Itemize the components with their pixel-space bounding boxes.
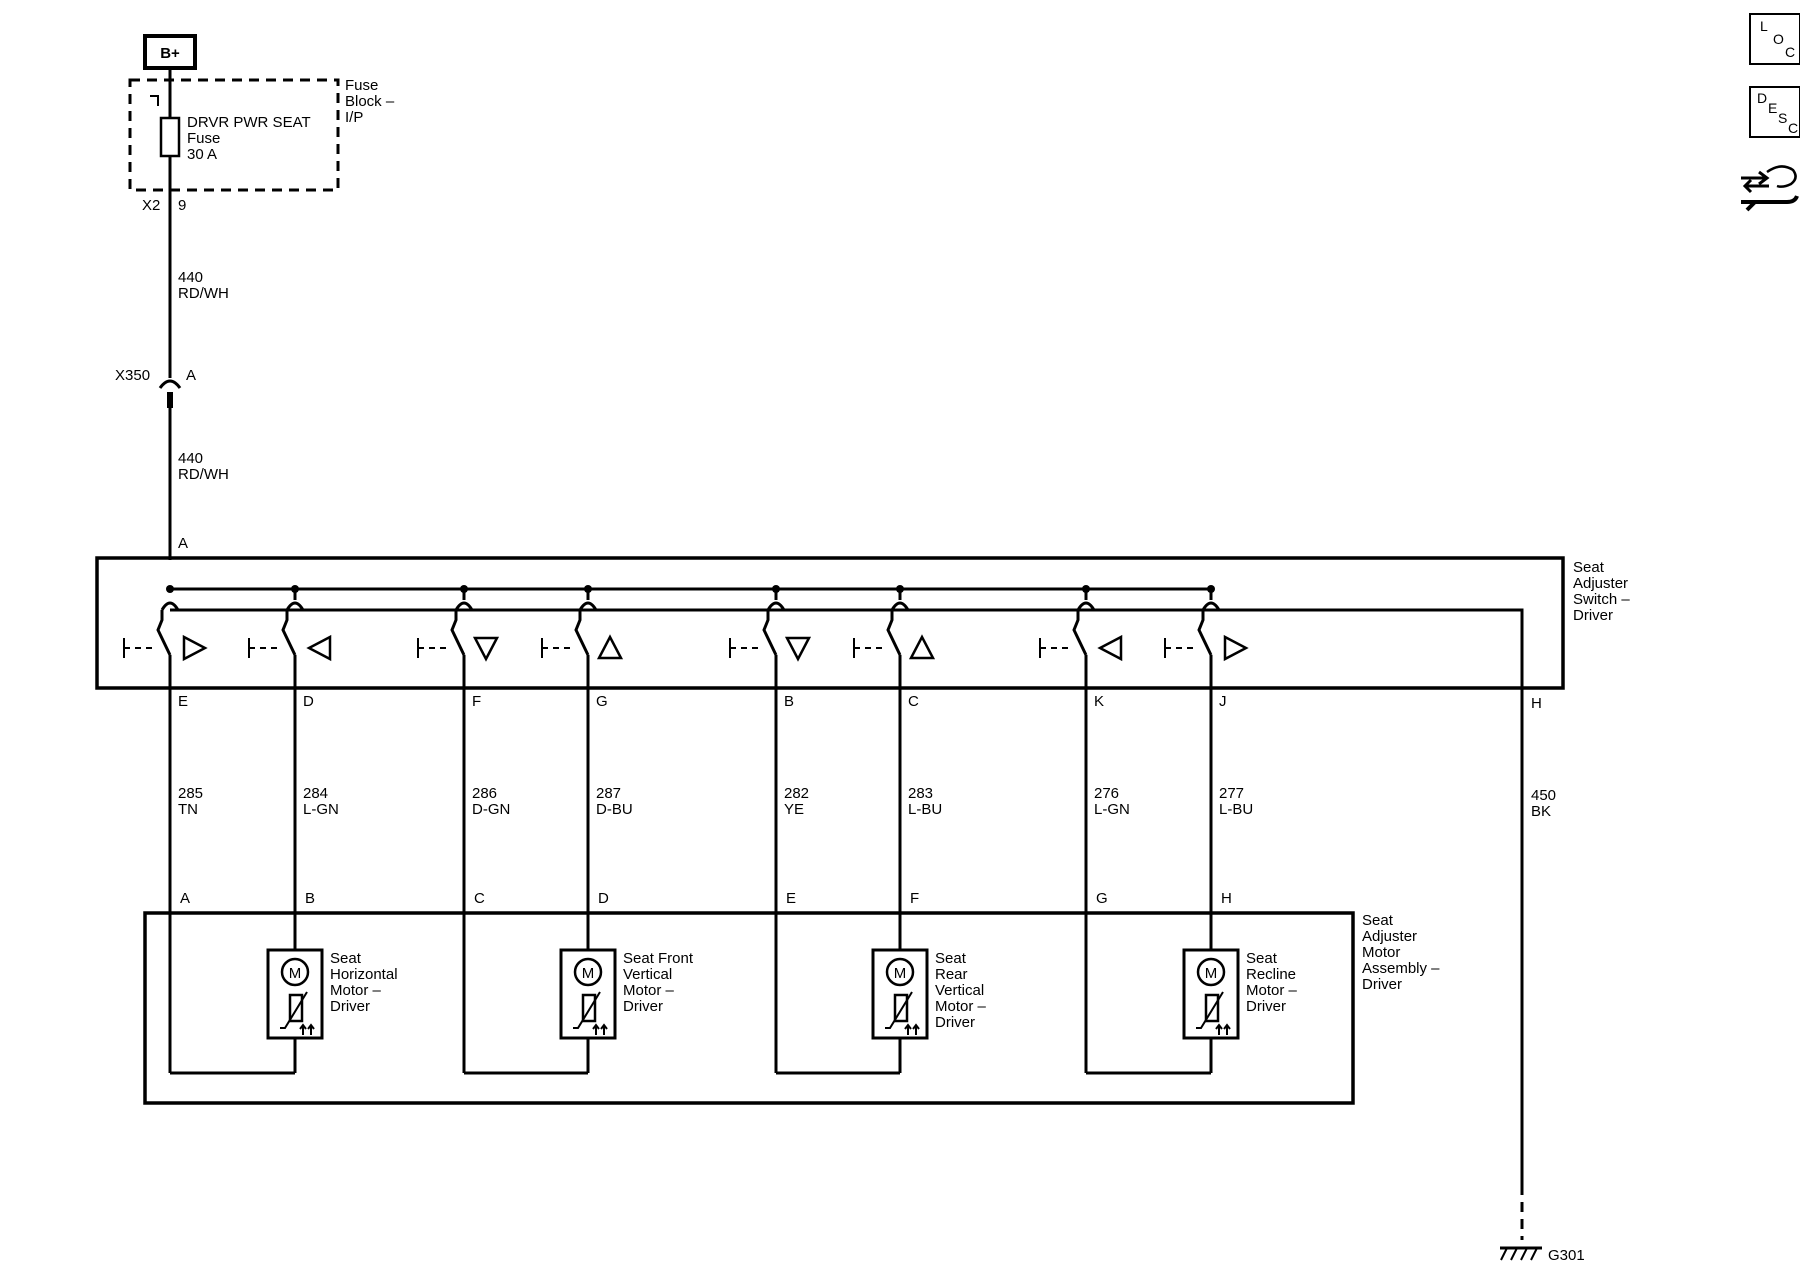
motor-pin-label: H	[1221, 890, 1232, 907]
feed-wire-upper-circuit: 440	[178, 269, 203, 286]
motor-pin-label: F	[910, 890, 919, 907]
wire-color-label: L-BU	[1219, 801, 1253, 818]
motor-icon	[885, 957, 915, 987]
wire-color-label: L-BU	[908, 801, 942, 818]
switch-pin-label: C	[908, 693, 919, 710]
wire-color-label: L-GN	[303, 801, 339, 818]
feed-wire-lower-circuit: 440	[178, 450, 203, 467]
feed-wire-lower-color: RD/WH	[178, 466, 229, 483]
wire-color-label: L-GN	[1094, 801, 1130, 818]
fuse-block-title: Fuse Block – I/P	[345, 77, 398, 126]
ground-label: G301	[1548, 1247, 1585, 1264]
description-view-button[interactable]: D E S C	[1749, 86, 1800, 138]
motor-symbol-label: M	[582, 965, 595, 982]
inline-connector-pin: A	[186, 367, 196, 384]
wire-circuit-label: 287	[596, 785, 621, 802]
wire-circuit-label: 283	[908, 785, 933, 802]
switch-pin-label: K	[1094, 693, 1104, 710]
ground-wire-color: BK	[1531, 803, 1551, 820]
switch-input-pin: A	[178, 535, 188, 552]
motor-assembly-outline	[143, 911, 1355, 1105]
fuse-clip-symbol	[150, 95, 159, 106]
motor-pin-label: E	[786, 890, 796, 907]
right-arrow-icon	[182, 634, 208, 662]
motor-symbol-label: M	[1205, 965, 1218, 982]
inline-connector-symbol	[158, 379, 182, 389]
motor-pin-label: B	[305, 890, 315, 907]
wire-circuit-label: 285	[178, 785, 203, 802]
connector-hand-wrench-icon[interactable]	[1737, 160, 1799, 218]
switch-ground-bus	[170, 608, 1524, 1185]
wire-color-label: YE	[784, 801, 804, 818]
switch-pin-label: E	[178, 693, 188, 710]
ground-wire-circuit: 450	[1531, 787, 1556, 804]
fuse-block-outline	[128, 78, 340, 192]
battery-label: B+	[160, 45, 180, 62]
up-arrow-icon	[596, 634, 624, 660]
wire-circuit-label: 284	[303, 785, 328, 802]
left-arrow-icon	[306, 634, 332, 662]
wire-circuit-label: 286	[472, 785, 497, 802]
feed-wire-upper-color: RD/WH	[178, 285, 229, 302]
switch-title: Seat Adjuster Switch – Driver	[1573, 559, 1634, 624]
motor-icon	[573, 957, 603, 987]
motor-assembly-title: Seat Adjuster Motor Assembly – Driver	[1362, 912, 1444, 993]
left-arrow-icon	[1097, 634, 1123, 662]
motor-pin-label: C	[474, 890, 485, 907]
switch-pin-label: G	[596, 693, 608, 710]
wire-color-label: D-BU	[596, 801, 633, 818]
motor-symbol-label: M	[289, 965, 302, 982]
motor-icon	[1196, 957, 1226, 987]
up-arrow-icon	[908, 634, 936, 660]
switch-pin-label: B	[784, 693, 794, 710]
motor-pin-label: G	[1096, 890, 1108, 907]
motor-pin-label: D	[598, 890, 609, 907]
switch-outline	[95, 556, 1565, 690]
right-arrow-icon	[1223, 634, 1249, 662]
down-arrow-icon	[784, 636, 812, 662]
switch-pin-label: D	[303, 693, 314, 710]
wire-color-label: D-GN	[472, 801, 510, 818]
motor-symbol-label: M	[894, 965, 907, 982]
wire-color-label: TN	[178, 801, 198, 818]
wire-circuit-label: 277	[1219, 785, 1244, 802]
ground-symbol	[1500, 1246, 1542, 1261]
switch-pin-label: F	[472, 693, 481, 710]
fuse-connector-name: X2	[142, 197, 160, 214]
fuse-symbol	[159, 116, 181, 158]
down-arrow-icon	[472, 636, 500, 662]
switch-ground-pin: H	[1531, 695, 1542, 712]
motor-icon	[280, 957, 310, 987]
wire-circuit-label: 276	[1094, 785, 1119, 802]
switch-pin-label: J	[1219, 693, 1227, 710]
fuse-connector-pin: 9	[178, 197, 186, 214]
switch-contacts: E285TNAD284L-GNBF286D-GNCG287D-BUDB282YE…	[123, 585, 1253, 1073]
motor-pin-label: A	[180, 890, 190, 907]
fuse-label: DRVR PWR SEAT Fuse 30 A	[187, 114, 315, 163]
inline-connector-name: X350	[115, 367, 150, 384]
wire-circuit-label: 282	[784, 785, 809, 802]
location-view-button[interactable]: L O C	[1749, 13, 1800, 65]
